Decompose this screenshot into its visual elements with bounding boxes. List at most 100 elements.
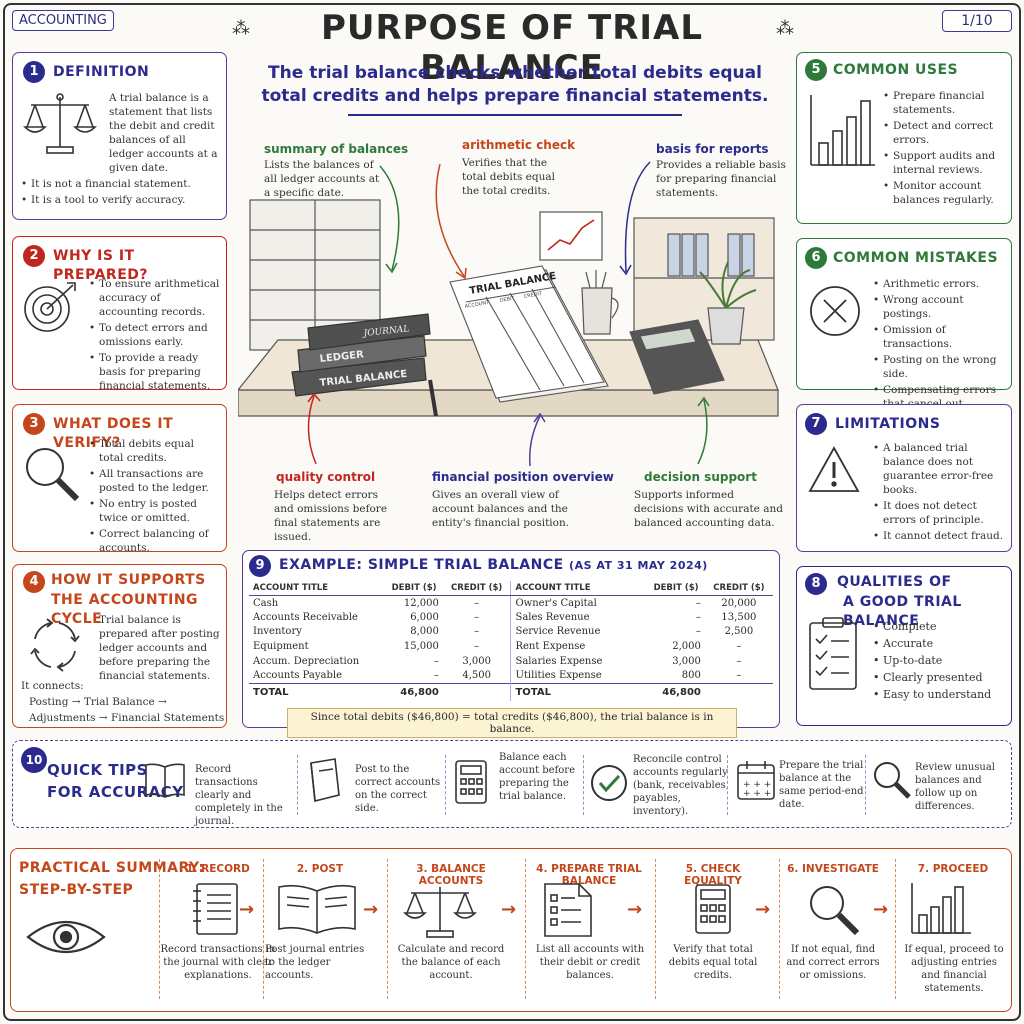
table-header-cell: CREDIT ($) bbox=[442, 581, 511, 596]
step-title: 5. CHECK EQUALITY bbox=[684, 863, 742, 887]
table-cell: 3,000 bbox=[672, 655, 701, 667]
card-number: 1 bbox=[23, 61, 45, 83]
sparkle-icon: ⁂ bbox=[232, 18, 250, 39]
caption-text: Verifies that the total debits equal the… bbox=[462, 157, 555, 197]
tip-text: Review unusual balances and follow up on… bbox=[915, 762, 996, 812]
bullet: Accurate bbox=[873, 636, 1003, 651]
caption-title: arithmetic check bbox=[462, 138, 576, 152]
bullet: Posting on the wrong side. bbox=[873, 353, 1007, 381]
table-cell: – bbox=[474, 611, 480, 623]
caption-title: financial position overview bbox=[432, 470, 614, 484]
sheet-col-credit: CREDIT bbox=[523, 291, 543, 300]
table-cell: Sales Revenue bbox=[510, 610, 648, 625]
tip-text: Post to the correct accounts on the corr… bbox=[355, 764, 441, 814]
bullet: Correct balancing of accounts. bbox=[89, 527, 221, 555]
table-cell: – bbox=[433, 655, 439, 667]
table-cell: Inventory bbox=[253, 626, 302, 638]
step-divider bbox=[387, 859, 388, 999]
step-divider bbox=[525, 859, 526, 999]
tip-divider bbox=[297, 755, 298, 815]
card-number: 5 bbox=[805, 59, 827, 81]
connects-label: It connects: bbox=[21, 680, 84, 692]
bullet: To provide a ready basis for preparing f… bbox=[89, 351, 221, 393]
table-cell: 800 bbox=[681, 670, 701, 682]
bullet: Easy to understand bbox=[873, 687, 1003, 702]
table-cell: Utilities Expense bbox=[510, 668, 648, 684]
ledger-book-icon bbox=[310, 758, 340, 802]
table-cell: 3,000 bbox=[462, 655, 491, 667]
tip-divider bbox=[865, 755, 866, 815]
table-cell: – bbox=[474, 626, 480, 638]
step-text: If not equal, find and correct errors or… bbox=[786, 944, 880, 981]
table-header-cell: CREDIT ($) bbox=[704, 581, 773, 596]
tips-title-line2: FOR ACCURACY bbox=[47, 783, 184, 801]
step-divider bbox=[779, 859, 780, 999]
card-number: 3 bbox=[23, 413, 45, 435]
tip-text: Reconcile control accounts regularly (ba… bbox=[633, 754, 729, 817]
bullet: All transactions are posted to the ledge… bbox=[89, 467, 221, 495]
card-title: DEFINITION bbox=[53, 64, 150, 80]
table-total-cell bbox=[442, 682, 511, 702]
magnifier-icon bbox=[26, 448, 80, 502]
summary-title-line2: STEP-BY-STEP bbox=[19, 882, 134, 898]
book-label-ledger: LEDGER bbox=[319, 349, 364, 365]
bullet: Up-to-date bbox=[873, 653, 1003, 668]
practical-summary-section: PRACTICAL SUMMARY: STEP-BY-STEP 1. RECOR… bbox=[10, 848, 1012, 1012]
warning-icon bbox=[808, 446, 860, 492]
bullet: Complete bbox=[873, 619, 1003, 634]
card-number: 2 bbox=[23, 245, 45, 267]
card-title: COMMON MISTAKES bbox=[833, 250, 999, 266]
card-definition: 1 DEFINITION A trial balance is a statem… bbox=[12, 52, 227, 220]
page-frame bbox=[3, 3, 1021, 1021]
table-cell: – bbox=[433, 670, 439, 682]
checklist-icon bbox=[809, 617, 857, 690]
page-subtitle: The trial balance checks whether total d… bbox=[261, 63, 769, 106]
card-title: WHY IS IT PREPARED? bbox=[53, 248, 149, 283]
pen-icon bbox=[428, 379, 438, 417]
page-number: 1/10 bbox=[942, 10, 1012, 32]
table-cell: Accounts Receivable bbox=[253, 611, 358, 623]
table-cell: – bbox=[474, 597, 480, 609]
open-book-icon bbox=[278, 884, 356, 934]
bullet: Support audits and internal reviews. bbox=[883, 149, 1007, 177]
table-total-cell: 46,800 bbox=[647, 682, 705, 702]
table-header-cell: ACCOUNT TITLE bbox=[510, 581, 648, 596]
bullet: It is a tool to verify accuracy. bbox=[21, 193, 221, 207]
caption-text: Gives an overall view of account balance… bbox=[432, 489, 570, 529]
caption-arrows bbox=[307, 161, 710, 467]
summary-title-line1: PRACTICAL SUMMARY: bbox=[19, 860, 205, 876]
card-title-line1: HOW IT SUPPORTS bbox=[51, 572, 206, 588]
card-common-uses: 5 COMMON USES Prepare financial statemen… bbox=[796, 52, 1012, 224]
bullet: Total debits equal total credits. bbox=[89, 437, 221, 465]
caption-title: summary of balances bbox=[264, 142, 409, 156]
sheet-col-debit: DEBIT bbox=[499, 295, 516, 304]
arrow-right-icon: → bbox=[627, 899, 643, 920]
arrow-right-icon: → bbox=[501, 899, 517, 920]
card-title-line2: THE ACCOUNTING CYCLE bbox=[51, 592, 199, 627]
card-title: LIMITATIONS bbox=[835, 416, 941, 432]
bullet: Prepare financial statements. bbox=[883, 89, 1007, 117]
tip-divider bbox=[583, 755, 584, 815]
table-cell: Equipment bbox=[253, 641, 309, 653]
card-number: 10 bbox=[21, 747, 47, 773]
step-divider bbox=[263, 859, 264, 999]
calendar-icon: + + ++ + + bbox=[737, 761, 775, 800]
card-number: 9 bbox=[249, 555, 271, 577]
bullet: Omission of transactions. bbox=[873, 323, 1007, 351]
tip-divider bbox=[727, 755, 728, 815]
table-cell: 12,000 bbox=[403, 597, 439, 609]
bar-chart-icon bbox=[810, 95, 875, 166]
bullet: Monitor account balances regularly. bbox=[883, 179, 1007, 207]
bullet: It cannot detect fraud. bbox=[873, 529, 1007, 543]
step-title: 6. INVESTIGATE bbox=[787, 863, 879, 875]
table-cell: Service Revenue bbox=[510, 624, 648, 640]
target-icon bbox=[24, 282, 76, 332]
bullet: It is not a financial statement. bbox=[21, 177, 221, 191]
table-cell: Accounts Payable bbox=[253, 670, 343, 682]
magnifier-icon bbox=[810, 886, 860, 936]
card-text: Trial balance is prepared after posting … bbox=[99, 614, 220, 682]
card-number: 4 bbox=[23, 571, 45, 593]
arrow-right-icon: → bbox=[873, 899, 889, 920]
